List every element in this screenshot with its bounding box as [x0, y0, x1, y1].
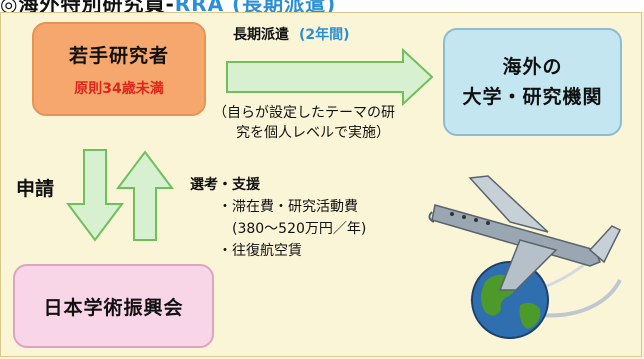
overseas-institution-box: 海外の 大学・研究機関	[443, 28, 622, 136]
header-strip: ◎海外特別研究員-RRA (長期派遣)	[0, 0, 644, 12]
dispatch-note-line-1: （自らが設定したテーマの研	[213, 105, 395, 121]
dispatch-label: 長期派遣 (2年間)	[233, 24, 350, 44]
jsps-box: 日本学術振興会	[13, 264, 214, 348]
institution-line-1: 海外の	[502, 56, 563, 78]
application-arrow	[66, 149, 124, 242]
page-title: ◎海外特別研究員-RRA (長期派遣)	[0, 0, 336, 12]
dispatch-arrow	[226, 47, 434, 107]
support-arrow	[116, 150, 174, 241]
young-researcher-box: 若手研究者 原則34歳未満	[32, 22, 206, 116]
support-item-amount: (380～520万円／年)	[232, 221, 367, 237]
selection-support-label: 選考・支援	[190, 177, 260, 193]
dispatch-note-line-2: 究を個人レベルで実施）	[236, 125, 390, 141]
jsps-title: 日本学術振興会	[43, 296, 184, 319]
application-label: 申請	[16, 178, 55, 200]
young-researcher-title: 若手研究者	[68, 44, 169, 67]
age-condition: 原則34歳未満	[74, 80, 164, 97]
support-item-airfare: ・往復航空賃	[218, 243, 302, 259]
airplane-globe-icon	[428, 175, 622, 339]
dispatch-period: (2年間)	[299, 27, 350, 43]
page-title-prefix: ◎海外特別研究員-	[0, 0, 175, 12]
support-item-stay-costs: ・滞在費・研究活動費	[218, 199, 358, 215]
page-title-accent: RRA (長期派遣)	[174, 0, 337, 12]
institution-line-2: 大学・研究機関	[462, 86, 603, 108]
dispatch-label-text: 長期派遣	[233, 27, 289, 43]
